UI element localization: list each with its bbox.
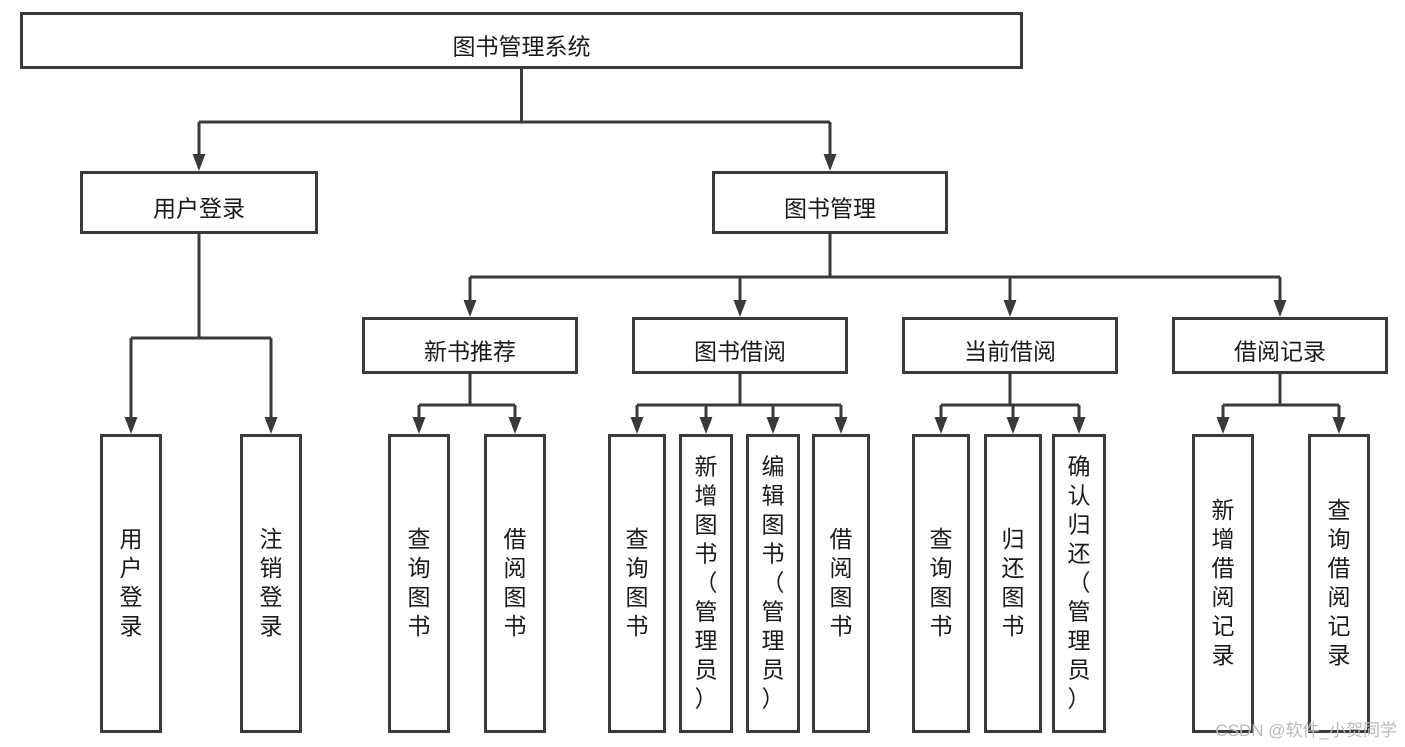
node-current-borrow[interactable]: 当前借阅 <box>902 317 1118 374</box>
node-leaf-brw-borrow[interactable]: 借阅图书 <box>812 434 870 733</box>
node-box <box>1052 434 1106 733</box>
node-box <box>608 434 666 733</box>
node-label: 用户登录 <box>153 196 245 222</box>
node-leaf-rec-query[interactable]: 查询图书 <box>388 434 450 733</box>
node-label: 图书管理 <box>784 196 876 222</box>
node-label: 新增借阅记录 <box>1212 497 1235 668</box>
node-box <box>632 317 848 374</box>
node-leaf-cur-confirm[interactable]: 确认归还（管理员） <box>1052 434 1106 733</box>
node-label: 查询图书 <box>626 526 649 639</box>
connector-group <box>463 234 1287 317</box>
node-box <box>902 317 1118 374</box>
node-box <box>712 171 948 234</box>
node-box <box>1308 434 1370 733</box>
node-label: 新书推荐 <box>424 339 516 365</box>
node-box <box>100 434 162 733</box>
connector-group <box>124 234 278 434</box>
node-leaf-cur-query[interactable]: 查询图书 <box>912 434 970 733</box>
node-user-login[interactable]: 用户登录 <box>80 171 318 234</box>
node-box <box>80 171 318 234</box>
node-leaf-user-logout[interactable]: 注销登录 <box>240 434 302 733</box>
node-box <box>1172 317 1388 374</box>
node-book-borrow[interactable]: 图书借阅 <box>632 317 848 374</box>
node-leaf-rcd-query[interactable]: 查询借阅记录 <box>1308 434 1370 733</box>
node-box <box>484 434 546 733</box>
connector-group <box>412 374 522 434</box>
node-label: 用户登录 <box>120 526 143 639</box>
node-label: 当前借阅 <box>964 339 1056 365</box>
node-label: 图书管理系统 <box>453 34 591 60</box>
node-leaf-rcd-add[interactable]: 新增借阅记录 <box>1192 434 1254 733</box>
node-new-book-rec[interactable]: 新书推荐 <box>362 317 578 374</box>
node-box <box>362 317 578 374</box>
node-book-manage[interactable]: 图书管理 <box>712 171 948 234</box>
node-label: 借阅图书 <box>830 526 853 639</box>
node-root[interactable]: 图书管理系统 <box>20 12 1023 69</box>
node-label: 查询图书 <box>408 526 431 639</box>
node-label: 查询借阅记录 <box>1328 497 1351 668</box>
node-label: 确认归还（管理员） <box>1068 454 1091 712</box>
node-layer: 图书管理系统用户登录图书管理新书推荐图书借阅当前借阅借阅记录用户登录注销登录查询… <box>20 12 1388 733</box>
node-box <box>984 434 1042 733</box>
connector-group <box>192 69 837 171</box>
node-label: 查询图书 <box>930 526 953 639</box>
node-box <box>746 434 800 733</box>
node-borrow-record[interactable]: 借阅记录 <box>1172 317 1388 374</box>
node-leaf-brw-add[interactable]: 新增图书（管理员） <box>679 434 733 733</box>
node-label: 编辑图书（管理员） <box>762 454 785 712</box>
node-box <box>679 434 733 733</box>
node-box <box>912 434 970 733</box>
connector-group <box>630 374 848 434</box>
node-label: 借阅记录 <box>1234 339 1326 365</box>
node-label: 借阅图书 <box>504 526 527 639</box>
connector-group <box>934 374 1086 434</box>
node-label: 新增图书（管理员） <box>695 454 718 712</box>
node-box <box>240 434 302 733</box>
connector-group <box>1216 374 1346 434</box>
node-box <box>388 434 450 733</box>
node-leaf-brw-edit[interactable]: 编辑图书（管理员） <box>746 434 800 733</box>
node-label: 归还图书 <box>1002 526 1025 639</box>
node-box <box>20 12 1023 69</box>
node-leaf-user-login[interactable]: 用户登录 <box>100 434 162 733</box>
node-box <box>1192 434 1254 733</box>
node-leaf-cur-return[interactable]: 归还图书 <box>984 434 1042 733</box>
node-label: 注销登录 <box>260 526 283 639</box>
node-label: 图书借阅 <box>694 339 786 365</box>
node-box <box>812 434 870 733</box>
node-leaf-brw-query[interactable]: 查询图书 <box>608 434 666 733</box>
edge-layer <box>124 69 1346 434</box>
node-leaf-rec-borrow[interactable]: 借阅图书 <box>484 434 546 733</box>
